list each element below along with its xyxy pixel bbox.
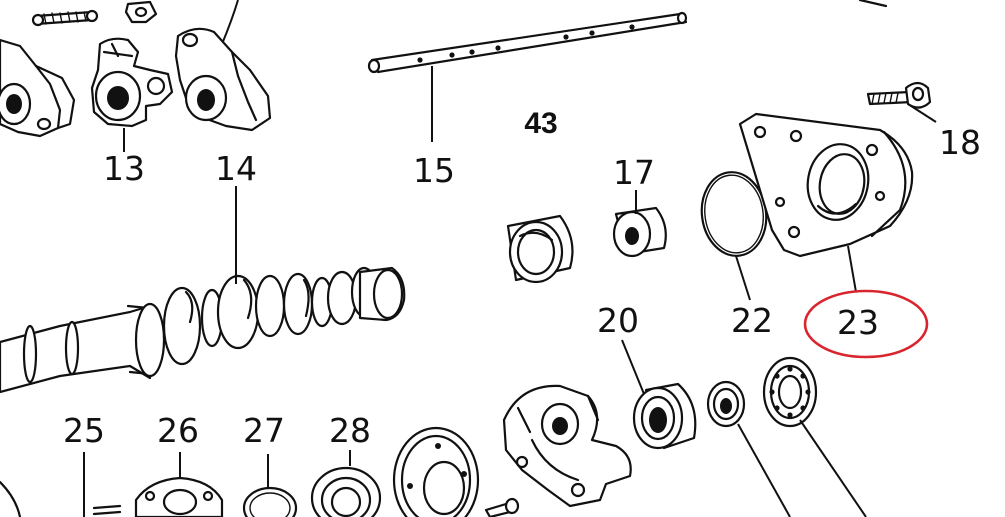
part-label-28: 28 [329,411,371,450]
housing-23 [738,112,914,258]
seal-28 [310,466,382,517]
bolt-18 [866,81,932,109]
cover-26 [134,476,224,517]
rocker-arm-left [0,38,76,138]
bolt-bottom-small [484,497,520,517]
seal-small [706,380,746,428]
part-label-22: 22 [731,301,773,340]
gasket-27 [242,486,298,517]
part-label-26: 26 [157,411,199,450]
ball-bearing [762,356,818,428]
rocker-shaft-15 [367,11,688,74]
part-label-13: 13 [103,149,145,188]
nut-top [124,0,158,24]
part-label-23: 23 [837,303,879,342]
part-label-14: 14 [215,149,257,188]
bushing-17 [612,206,667,258]
rocker-arm-14 [174,27,272,132]
part-label-25: 25 [63,411,105,450]
spring-top-left [31,9,99,27]
leader-lines [83,66,937,517]
bushing-large [506,214,574,284]
group-number: 43 [524,107,557,140]
camshaft [0,266,406,394]
seal-20 [632,382,697,450]
rocker-support-13 [90,37,174,128]
part-label-27: 27 [243,411,285,450]
flange-plate [392,426,480,517]
part-label-18: 18 [939,123,981,162]
highlight-ring [803,289,929,359]
part-label-17: 17 [613,153,655,192]
part-label-15: 15 [413,151,455,190]
bolt-25 [92,504,122,516]
part-label-20: 20 [597,301,639,340]
drive-coupling [502,384,632,508]
